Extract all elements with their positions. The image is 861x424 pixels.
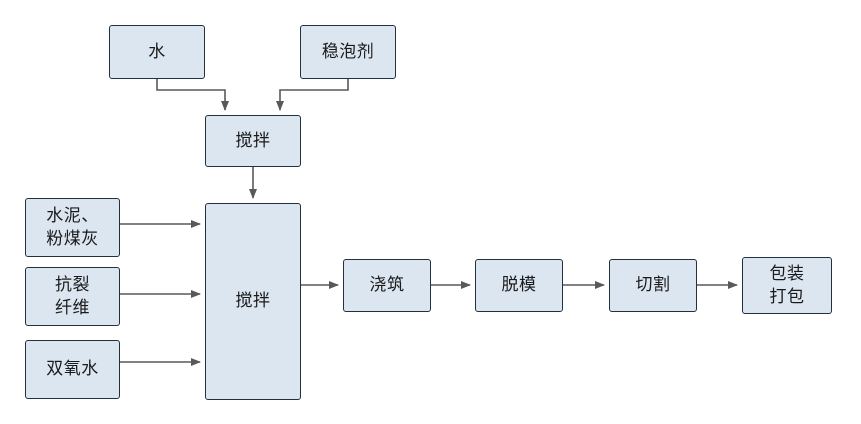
node-foam-stabilizer-label: 稳泡剂 — [321, 41, 375, 61]
node-cement-flyash-label: 水泥、 粉煤灰 — [46, 206, 99, 248]
node-foam-stabilizer[interactable]: 稳泡剂 — [300, 25, 396, 79]
node-anticrack-fiber-label: 抗裂 纤维 — [55, 275, 90, 317]
node-hydrogen-peroxide[interactable]: 双氧水 — [25, 340, 120, 399]
node-anticrack-fiber[interactable]: 抗裂 纤维 — [25, 267, 120, 326]
node-water[interactable]: 水 — [109, 25, 205, 79]
node-casting-label: 浇筑 — [369, 275, 405, 295]
edge-water-to-mixing-first — [156, 79, 229, 111]
node-cutting-label: 切割 — [635, 275, 671, 295]
node-mixing-first[interactable]: 搅拌 — [205, 115, 301, 167]
node-packaging[interactable]: 包装 打包 — [742, 257, 832, 314]
node-demolding[interactable]: 脱模 — [475, 259, 563, 312]
node-cutting[interactable]: 切割 — [609, 259, 697, 312]
node-mixing-main[interactable]: 搅拌 — [205, 203, 301, 400]
node-water-label: 水 — [148, 41, 166, 61]
node-demolding-label: 脱模 — [501, 275, 537, 295]
node-packaging-label: 包装 打包 — [769, 264, 805, 306]
node-mixing-main-label: 搅拌 — [235, 291, 271, 311]
node-hydrogen-peroxide-label: 双氧水 — [46, 359, 99, 379]
node-casting[interactable]: 浇筑 — [343, 259, 431, 312]
node-mixing-first-label: 搅拌 — [235, 130, 271, 150]
node-cement-flyash[interactable]: 水泥、 粉煤灰 — [25, 198, 120, 257]
edge-foam-stabilizer-to-mixing-first — [276, 79, 349, 111]
